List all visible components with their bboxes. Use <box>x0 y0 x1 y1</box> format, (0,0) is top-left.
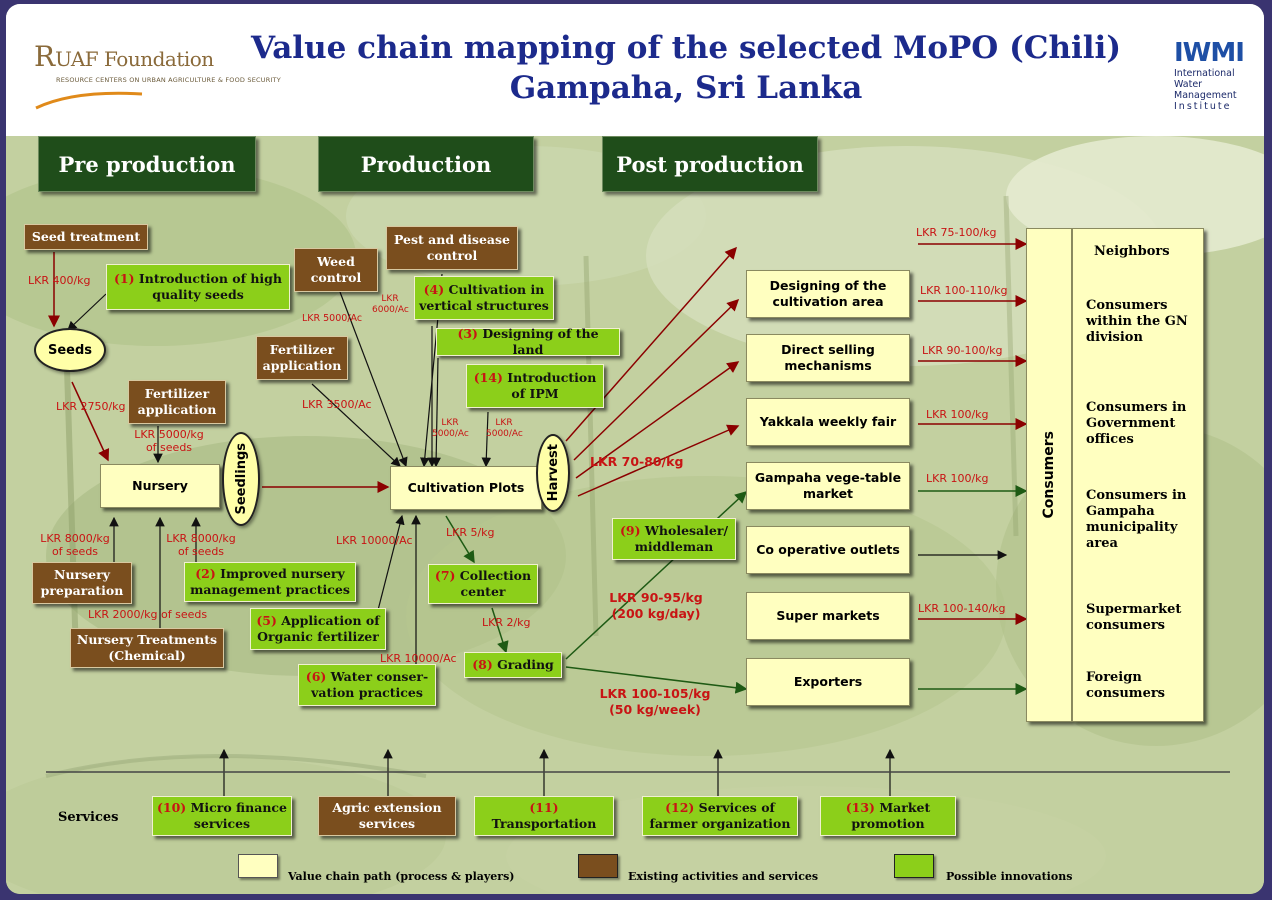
legend-green-label: Possible innovations <box>946 870 1073 883</box>
price-design-cult: LKR 100-110/kg <box>920 284 1008 297</box>
nursery-preparation-box: Nursery preparation <box>32 562 132 604</box>
consumer-gampaha-municipality: Consumers in Gampaha municipality area <box>1086 488 1187 551</box>
cultivation-plots-node: Cultivation Plots <box>390 466 542 510</box>
direct-selling-node: Direct selling mechanisms <box>746 334 910 382</box>
innovation-13-market-promotion: (13) Market promotion <box>820 796 956 836</box>
consumer-foreign: Foreign consumers <box>1086 670 1166 701</box>
price-wholesale-90-95: LKR 90-95/kg <box>609 590 703 605</box>
designing-cultivation-area-node: Designing of the cultivation area <box>746 270 910 318</box>
legend-brown-swatch <box>578 854 618 878</box>
services-label: Services <box>58 810 119 825</box>
innovation-5-organic-fertilizer: (5) Application of Organic fertilizer <box>250 608 386 650</box>
phase-pre-production: Pre production <box>38 136 256 192</box>
seedlings-node: Seedlings <box>222 432 260 526</box>
innovation-11-transportation: (11) Transportation <box>474 796 614 836</box>
price-harvest-70-80: LKR 70-80/kg <box>590 454 684 469</box>
price-export-qty: (50 kg/week) <box>609 702 701 717</box>
innovation-7-collection-center: (7) Collection center <box>428 564 538 604</box>
fertilizer-application-prod-box: Fertilizer application <box>256 336 348 380</box>
seeds-node: Seeds <box>34 328 106 372</box>
ruaf-logo: RUAF Foundation RESOURCE CENTERS ON URBA… <box>34 40 281 110</box>
header: RUAF Foundation RESOURCE CENTERS ON URBA… <box>6 4 1264 136</box>
nursery-treatments-box: Nursery Treatments (Chemical) <box>70 628 224 668</box>
innovation-14-ipm: (14) Introduction of IPM <box>466 364 604 408</box>
price-fert-3500: LKR 3500/Ac <box>302 398 372 411</box>
page-title: Value chain mapping of the selected MoPO… <box>251 30 1121 106</box>
phase-post-production: Post production <box>602 136 818 192</box>
price-wholesale-qty: (200 kg/day) <box>611 606 701 621</box>
price-treat-8000: LKR 8000/kg of seeds <box>166 532 236 558</box>
innovation-9-wholesaler: (9) Wholesaler/ middleman <box>612 518 736 560</box>
innovation-3-designing-land: (3) Designing of the land <box>436 326 620 357</box>
price-grade-2: LKR 2/kg <box>482 616 531 629</box>
consumers-column: Consumers <box>1026 228 1072 722</box>
price-organic-10000: LKR 10000/Ac <box>336 534 413 547</box>
consumer-supermarket: Supermarket consumers <box>1086 602 1182 633</box>
legend-green-swatch <box>894 854 934 878</box>
innovation-2-improved-nursery: (2) Improved nursery management practice… <box>184 562 356 602</box>
innovation-4-vertical-structures: (4) Cultivation in vertical structures <box>414 276 554 320</box>
legend-brown-label: Existing activities and services <box>628 870 819 883</box>
cooperative-outlets-node: Co operative outlets <box>746 526 910 574</box>
legend-yellow-label: Value chain path (process & players) <box>288 870 515 883</box>
price-weed-5000: LKR 5000/Ac <box>302 313 363 324</box>
harvest-node: Harvest <box>536 434 570 512</box>
diagram-frame: RUAF Foundation RESOURCE CENTERS ON URBA… <box>6 4 1264 894</box>
price-export-100-105: LKR 100-105/kg <box>599 686 711 701</box>
price-collect-5: LKR 5/kg <box>446 526 495 539</box>
consumer-groups-panel <box>1072 228 1204 722</box>
iwmi-logo: IWMI International Water Management Inst… <box>1174 38 1245 112</box>
innovation-6-water-conservation: (6) Water conser-vation practices <box>298 664 436 706</box>
weed-control-box: Weed control <box>294 248 378 292</box>
price-supermarket: LKR 100-140/kg <box>918 602 1006 615</box>
gampaha-market-node: Gampaha vege-table market <box>746 462 910 510</box>
yakkala-fair-node: Yakkala weekly fair <box>746 398 910 446</box>
supermarkets-node: Super markets <box>746 592 910 640</box>
exporters-node: Exporters <box>746 658 910 706</box>
price-yakkala: LKR 100/kg <box>926 408 989 421</box>
agric-extension-box: Agric extension services <box>318 796 456 836</box>
price-treat-2000: LKR 2000/kg of seeds <box>88 608 208 621</box>
consumer-neighbors: Neighbors <box>1094 244 1170 259</box>
seed-treatment-box: Seed treatment <box>24 224 148 250</box>
phase-production: Production <box>318 136 534 192</box>
price-direct: LKR 90-100/kg <box>922 344 1003 357</box>
innovation-12-farmer-organization: (12) Services of farmer organization <box>642 796 798 836</box>
fertilizer-application-pre-box: Fertilizer application <box>128 380 226 424</box>
price-seeds-2750: LKR 2750/kg <box>56 400 126 413</box>
price-gampaha: LKR 100/kg <box>926 472 989 485</box>
price-ipm-5000-a: LKR 5000/Ac <box>432 418 469 439</box>
price-ipm-5000-b: LKR 5000/Ac <box>486 418 523 439</box>
price-fert-5000: LKR 5000/kg of seeds <box>134 428 204 454</box>
price-water-10000: LKR 10000/Ac <box>380 652 457 665</box>
price-seeds-400: LKR 400/kg <box>28 274 91 287</box>
innovation-10-micro-finance: (10) Micro finance services <box>152 796 292 836</box>
nursery-node: Nursery <box>100 464 220 508</box>
price-prep-8000: LKR 8000/kg of seeds <box>40 532 110 558</box>
consumer-government-offices: Consumers in Government offices <box>1086 400 1187 447</box>
innovation-1-quality-seeds: (1) Introduction of high quality seeds <box>106 264 290 310</box>
ruaf-swoosh-icon <box>35 91 143 110</box>
price-neighbors: LKR 75-100/kg <box>916 226 997 239</box>
innovation-8-grading: (8) Grading <box>464 652 562 678</box>
legend-yellow-swatch <box>238 854 278 878</box>
consumer-gn-division: Consumers within the GN division <box>1086 298 1188 345</box>
price-pest-6000: LKR 6000/Ac <box>372 294 409 315</box>
pest-disease-control-box: Pest and disease control <box>386 226 518 270</box>
